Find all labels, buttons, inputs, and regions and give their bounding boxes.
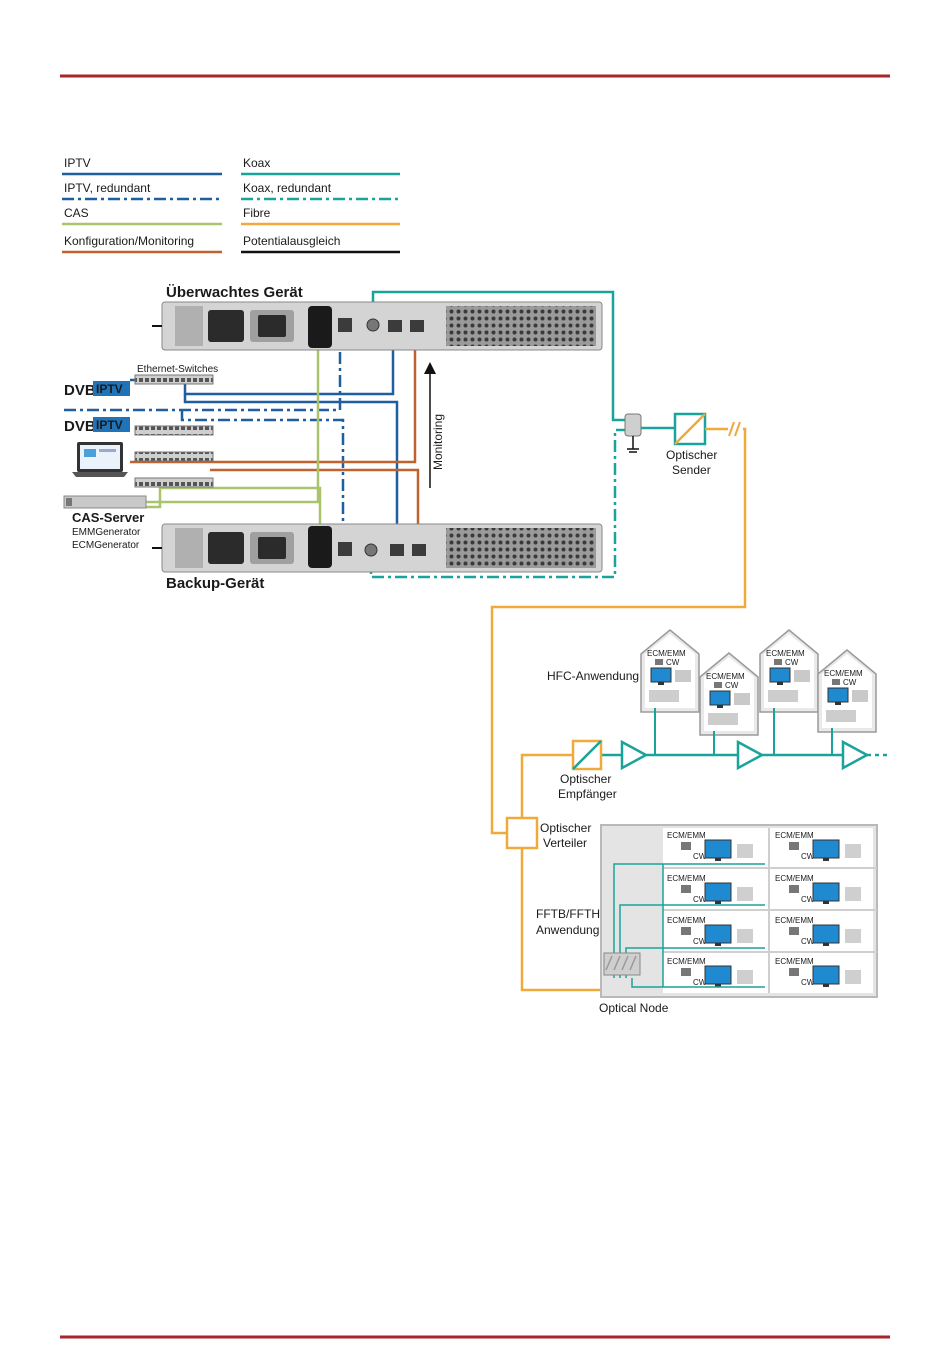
- sender-label-2: Sender: [672, 463, 711, 477]
- backup-device-title: Backup-Gerät: [166, 575, 264, 592]
- coax-splitter-icon: [624, 413, 642, 453]
- svg-text:ECM/EMM: ECM/EMM: [647, 649, 686, 658]
- svg-text:ECM/EMM: ECM/EMM: [775, 831, 814, 840]
- apartment-unit: ECM/EMM CW: [775, 831, 861, 861]
- svg-text:CW: CW: [843, 678, 857, 687]
- house-icon-3: ECM/EMM CW: [759, 629, 819, 713]
- cas-line-backup: [145, 486, 322, 548]
- optical-receiver-icon: [571, 739, 603, 771]
- legend-label-iptv: IPTV: [64, 156, 91, 170]
- cas-server-title: CAS-Server: [72, 510, 144, 525]
- amplifier-icon-3: [841, 739, 870, 771]
- legend: IPTV IPTV, redundant CAS Konfiguration/M…: [62, 156, 400, 254]
- svg-text:IPTV: IPTV: [96, 382, 123, 396]
- legend-label-iptv-redundant: IPTV, redundant: [64, 181, 151, 195]
- hfc-label: HFC-Anwendung: [547, 669, 639, 683]
- optical-node-label: Optical Node: [599, 1001, 669, 1015]
- house-drop-lines: [654, 708, 833, 755]
- cas-server-icon: [63, 495, 147, 509]
- fibre-line-node: [520, 848, 610, 992]
- legend-label-koax-redundant: Koax, redundant: [243, 181, 332, 195]
- fibre-cables: [490, 427, 747, 992]
- fftb-label-1: FFTB/FFTH-: [536, 907, 604, 921]
- svg-text:ECM/EMM: ECM/EMM: [775, 874, 814, 883]
- svg-text:CW: CW: [693, 937, 707, 946]
- amplifier-icon-2: [736, 739, 765, 771]
- svg-text:CW: CW: [801, 937, 815, 946]
- fibre-line-main: [490, 427, 747, 835]
- apartment-unit: ECM/EMM CW: [667, 916, 753, 946]
- backup-device: [152, 523, 603, 573]
- main-device-title: Überwachtes Gerät: [166, 284, 303, 301]
- svg-text:IPTV: IPTV: [96, 418, 123, 432]
- svg-text:ECM/EMM: ECM/EMM: [775, 957, 814, 966]
- svg-text:ECM/EMM: ECM/EMM: [824, 669, 863, 678]
- svg-text:CW: CW: [801, 978, 815, 987]
- legend-label-koax: Koax: [243, 156, 270, 170]
- svg-text:CW: CW: [666, 658, 680, 667]
- iptv-redundant-line-backup: [180, 410, 345, 548]
- svg-text:DVB: DVB: [64, 382, 96, 399]
- svg-text:CW: CW: [801, 895, 815, 904]
- config-line-main: [130, 333, 417, 464]
- svg-text:DVB: DVB: [64, 418, 96, 435]
- svg-text:CW: CW: [693, 978, 707, 987]
- splitter-label-2: Verteiler: [543, 836, 587, 850]
- cas-server-sub2: ECMGenerator: [72, 540, 140, 551]
- house-icon-4: ECM/EMM CW: [817, 649, 877, 733]
- cas-server-sub1: EMMGenerator: [72, 527, 141, 538]
- receiver-label-2: Empfänger: [558, 787, 617, 801]
- apartment-unit: ECM/EMM CW: [775, 957, 861, 987]
- iptv-redundant-line-main: [64, 333, 342, 412]
- legend-label-config: Konfiguration/Monitoring: [64, 234, 194, 248]
- fftb-label-2: Anwendung: [536, 923, 599, 937]
- optical-node-icon: [603, 952, 641, 976]
- svg-text:ECM/EMM: ECM/EMM: [766, 649, 805, 658]
- monitoring-label: Monitoring: [431, 414, 445, 470]
- receiver-label-1: Optischer: [560, 772, 611, 786]
- config-line-backup: [210, 468, 420, 548]
- fibre-line-receiver: [520, 753, 573, 818]
- legend-label-cas: CAS: [64, 206, 89, 220]
- svg-text:CW: CW: [725, 681, 739, 690]
- apartment-unit: ECM/EMM CW: [667, 831, 753, 861]
- main-device: [152, 301, 603, 351]
- apartment-unit: ECM/EMM CW: [667, 874, 753, 904]
- apartment-unit: ECM/EMM CW: [667, 957, 753, 987]
- svg-text:CW: CW: [801, 852, 815, 861]
- house-icon-1: ECM/EMM CW: [640, 629, 700, 713]
- fibre-break-icon: [728, 421, 741, 437]
- svg-text:CW: CW: [693, 852, 707, 861]
- dvb-iptv-logo-2: DVB IPTV: [64, 417, 130, 435]
- svg-text:ECM/EMM: ECM/EMM: [667, 916, 706, 925]
- svg-text:ECM/EMM: ECM/EMM: [775, 916, 814, 925]
- svg-text:CW: CW: [693, 895, 707, 904]
- amplifier-icons: [620, 739, 870, 771]
- cas-line-main: [145, 333, 320, 504]
- apartment-unit: ECM/EMM CW: [775, 916, 861, 946]
- svg-text:CW: CW: [785, 658, 799, 667]
- splitter-label-1: Optischer: [540, 821, 591, 835]
- legend-label-fibre: Fibre: [243, 206, 271, 220]
- svg-text:ECM/EMM: ECM/EMM: [706, 672, 745, 681]
- ethernet-switches: [134, 374, 214, 488]
- amplifier-icon-1: [620, 739, 649, 771]
- switches-label: Ethernet-Switches: [137, 364, 218, 375]
- laptop-icon: [72, 442, 128, 477]
- optical-splitter-icon: [505, 816, 539, 850]
- optical-sender-icon: [673, 412, 707, 446]
- house-icon-2: ECM/EMM CW: [699, 652, 759, 736]
- legend-label-ground: Potentialausgleich: [243, 234, 340, 248]
- koax-line-backup: [369, 428, 630, 579]
- iptv-line-backup: [183, 394, 399, 548]
- sender-label-1: Optischer: [666, 448, 717, 462]
- dvb-iptv-logo-1: DVB IPTV: [64, 381, 130, 399]
- svg-text:ECM/EMM: ECM/EMM: [667, 831, 706, 840]
- apartment-unit: ECM/EMM CW: [775, 874, 861, 904]
- svg-text:ECM/EMM: ECM/EMM: [667, 874, 706, 883]
- svg-text:ECM/EMM: ECM/EMM: [667, 957, 706, 966]
